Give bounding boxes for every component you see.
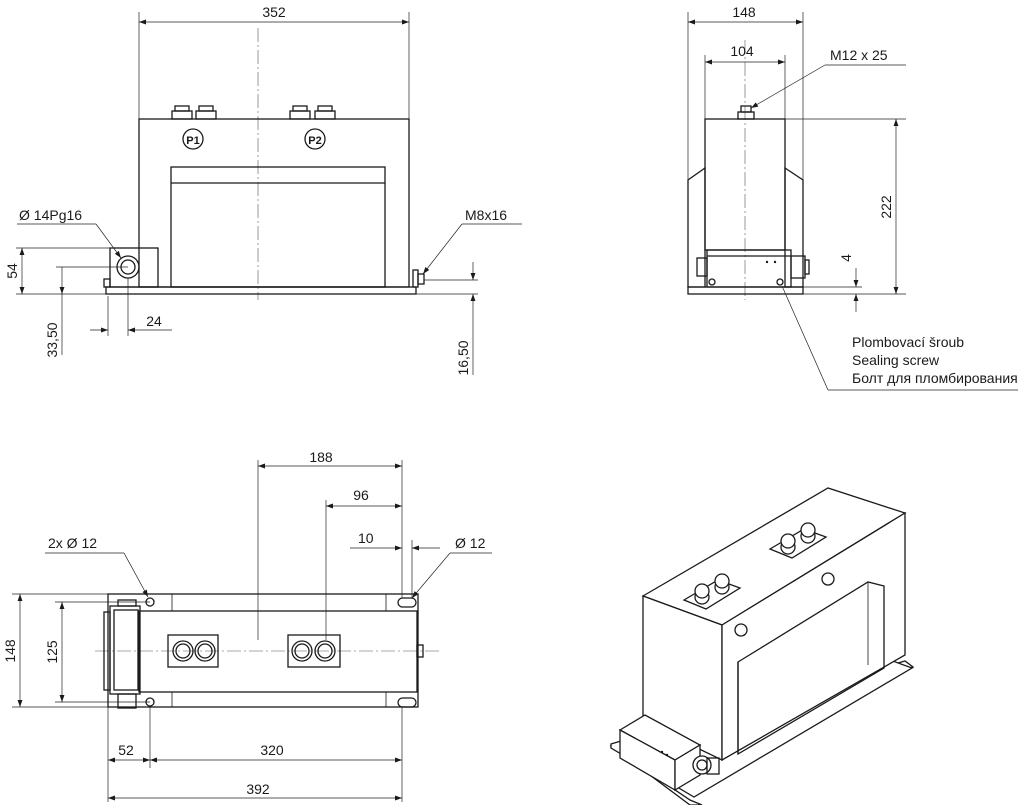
top-terminal-plates xyxy=(167,634,341,668)
p1-label: P1 xyxy=(186,135,199,147)
dim-52: 52 xyxy=(118,742,134,758)
p2-marker xyxy=(304,128,326,150)
dim-4: 4 xyxy=(838,254,854,262)
dim-d12-right: Ø 12 xyxy=(455,535,486,551)
sealing-screw-side xyxy=(776,278,784,286)
dim-top-148: 148 xyxy=(2,639,18,663)
dim-16-50: 16,50 xyxy=(455,340,471,375)
isometric-view xyxy=(609,487,915,805)
dim-gland: Ø 14Pg16 xyxy=(19,207,82,223)
dim-352: 352 xyxy=(262,4,286,20)
front-terminal-studs xyxy=(171,105,336,120)
dim-24: 24 xyxy=(146,313,162,329)
slot-hole-top xyxy=(397,597,417,608)
side-view: 148 104 M12 x 25 222 4 Plombovací šroub … xyxy=(687,4,1018,391)
p1-marker xyxy=(182,128,204,150)
dim-m12: M12 x 25 xyxy=(830,47,888,63)
m8-screw xyxy=(417,273,425,285)
dim-10: 10 xyxy=(358,530,374,546)
p2-label: P2 xyxy=(308,135,321,147)
slot-hole-bottom xyxy=(397,697,417,708)
dim-222: 222 xyxy=(878,195,894,219)
dim-33-50: 33,50 xyxy=(44,322,60,357)
dim-96: 96 xyxy=(353,487,369,503)
dim-188: 188 xyxy=(309,449,333,465)
dim-125: 125 xyxy=(44,640,60,664)
dim-392: 392 xyxy=(246,781,270,797)
sealing-screw-label-ru: Болт для пломбирования xyxy=(852,370,1018,386)
sealing-screw-label-cz: Plombovací šroub xyxy=(852,334,964,350)
dim-d12-left: 2x Ø 12 xyxy=(48,535,97,551)
front-view: P1 P2 352 Ø 14Pg16 M8x16 54 33,50 xyxy=(4,4,522,376)
top-view: 188 96 10 Ø 12 2x Ø 12 148 125 52 xyxy=(2,449,492,802)
dim-54: 54 xyxy=(4,263,20,279)
sealing-screw-label-en: Sealing screw xyxy=(852,352,940,368)
dim-side-104: 104 xyxy=(730,43,754,59)
dim-m8: M8x16 xyxy=(465,207,507,223)
dim-320: 320 xyxy=(260,742,284,758)
dim-side-148: 148 xyxy=(732,4,756,20)
